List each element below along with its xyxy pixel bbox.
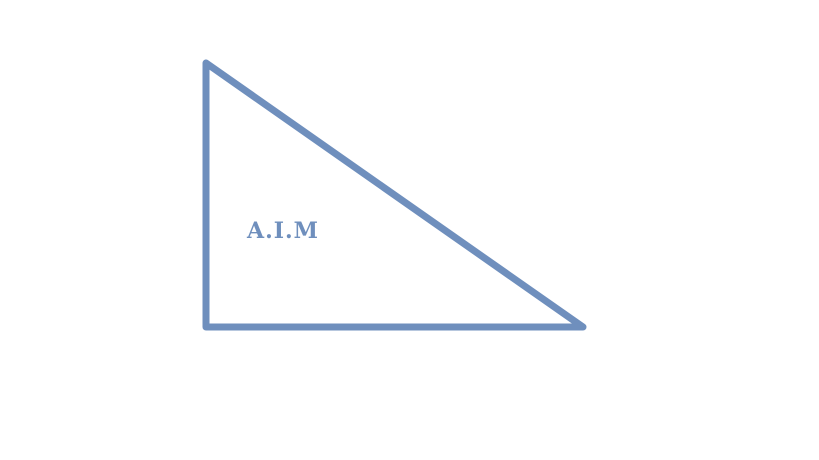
right-triangle [202,59,587,331]
triangle-label: A.I.M [246,218,319,244]
